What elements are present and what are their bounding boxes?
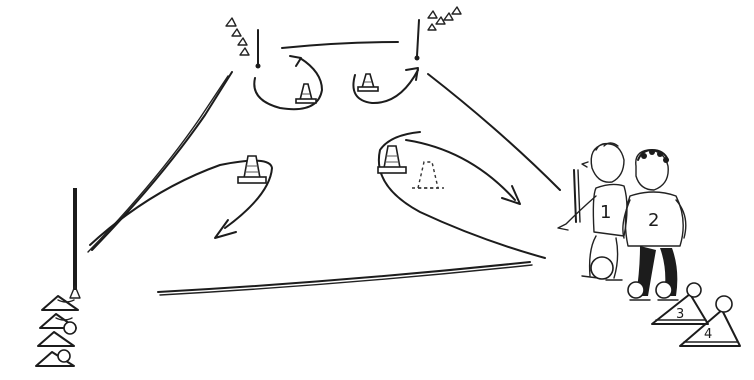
- player-1: 1: [558, 143, 627, 280]
- player-1-number: 1: [600, 202, 611, 223]
- small-cones-top-right: [428, 7, 461, 30]
- player-2: 2: [623, 149, 686, 300]
- flag-pole-top-right: [415, 7, 462, 61]
- player-2-number: 2: [648, 210, 659, 231]
- goal-pole-left: [70, 188, 80, 298]
- cone-stack-left: [36, 296, 78, 366]
- cone-stack-right-4: 4: [680, 296, 740, 346]
- small-cones-top-left: [226, 18, 249, 55]
- cone-top-right: [358, 74, 378, 91]
- cone-top-left: [296, 84, 316, 103]
- cone-middle-left: [238, 156, 266, 183]
- field-lines: [88, 42, 560, 295]
- cone-stack-label-4: 4: [704, 327, 712, 342]
- cone-stack-label-3: 3: [676, 307, 684, 322]
- flag-pole-top-left: [226, 18, 261, 69]
- cone-middle-right: [378, 146, 406, 173]
- dotted-cone-outline: [412, 162, 444, 188]
